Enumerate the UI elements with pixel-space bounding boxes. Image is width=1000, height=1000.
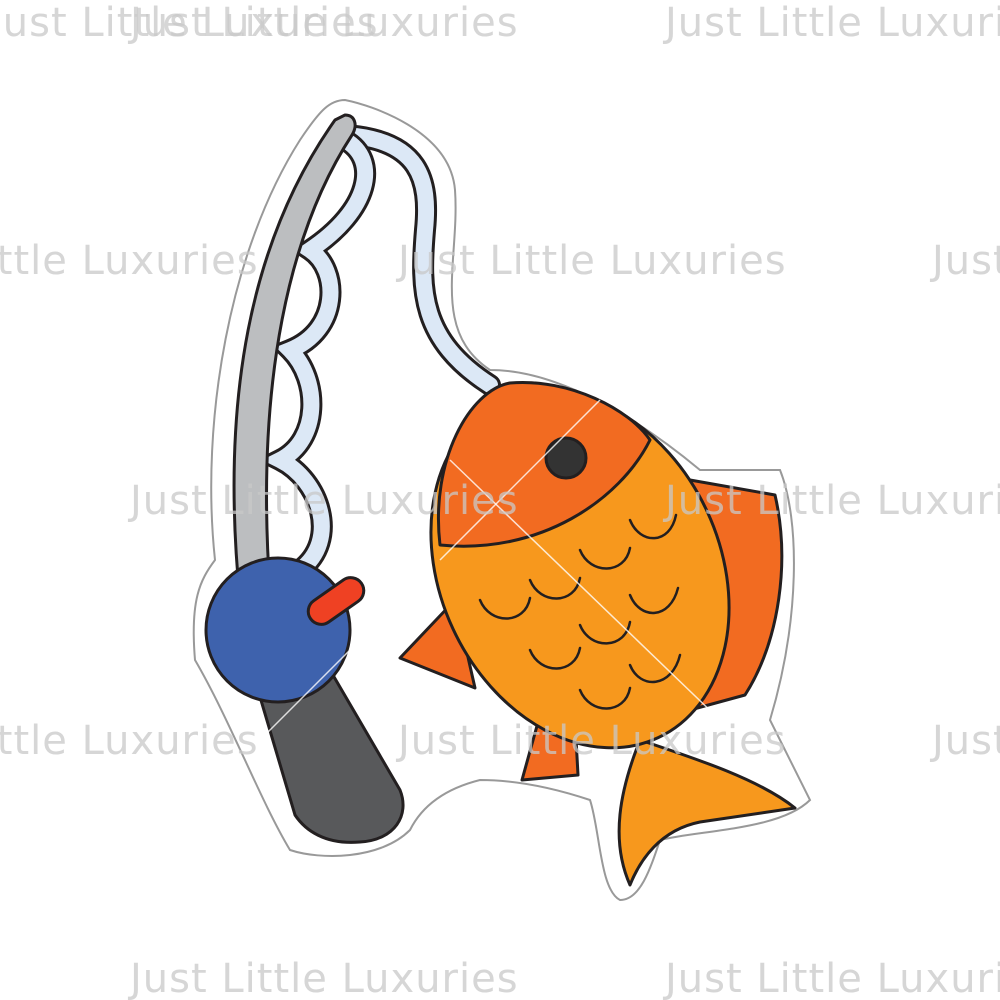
watermark: Just Little Luxuries xyxy=(0,0,379,46)
watermark: Just Little Luxuries xyxy=(665,0,1000,46)
fish-scales xyxy=(478,513,682,710)
watermark: Just Little Luxuries xyxy=(0,238,259,284)
rod-handle xyxy=(253,668,405,844)
watermark: Just Little Luxuries xyxy=(130,0,519,46)
reel xyxy=(204,556,352,704)
reel-knob xyxy=(306,576,366,626)
fish-eye xyxy=(544,436,588,480)
fish-tail xyxy=(617,738,797,887)
rod xyxy=(232,113,357,602)
watermark: Just Little Luxuries xyxy=(130,956,519,1000)
watermark: Just Little Luxuries xyxy=(130,478,519,524)
watermark: Just Little Luxuries xyxy=(0,718,259,764)
fishing-line xyxy=(255,124,501,581)
watermark: Just Little Luxuries xyxy=(932,238,1000,284)
watermark: Just Little Luxuries xyxy=(665,956,1000,1000)
fish xyxy=(398,380,797,887)
watermark: Just Little Luxuries xyxy=(398,718,787,764)
watermark: Just Little Luxuries xyxy=(665,478,1000,524)
watermark: Just Little Luxuries xyxy=(932,718,1000,764)
watermark-lines xyxy=(259,399,721,741)
watermark: Just Little Luxuries xyxy=(398,238,787,284)
fish-head xyxy=(437,380,652,548)
